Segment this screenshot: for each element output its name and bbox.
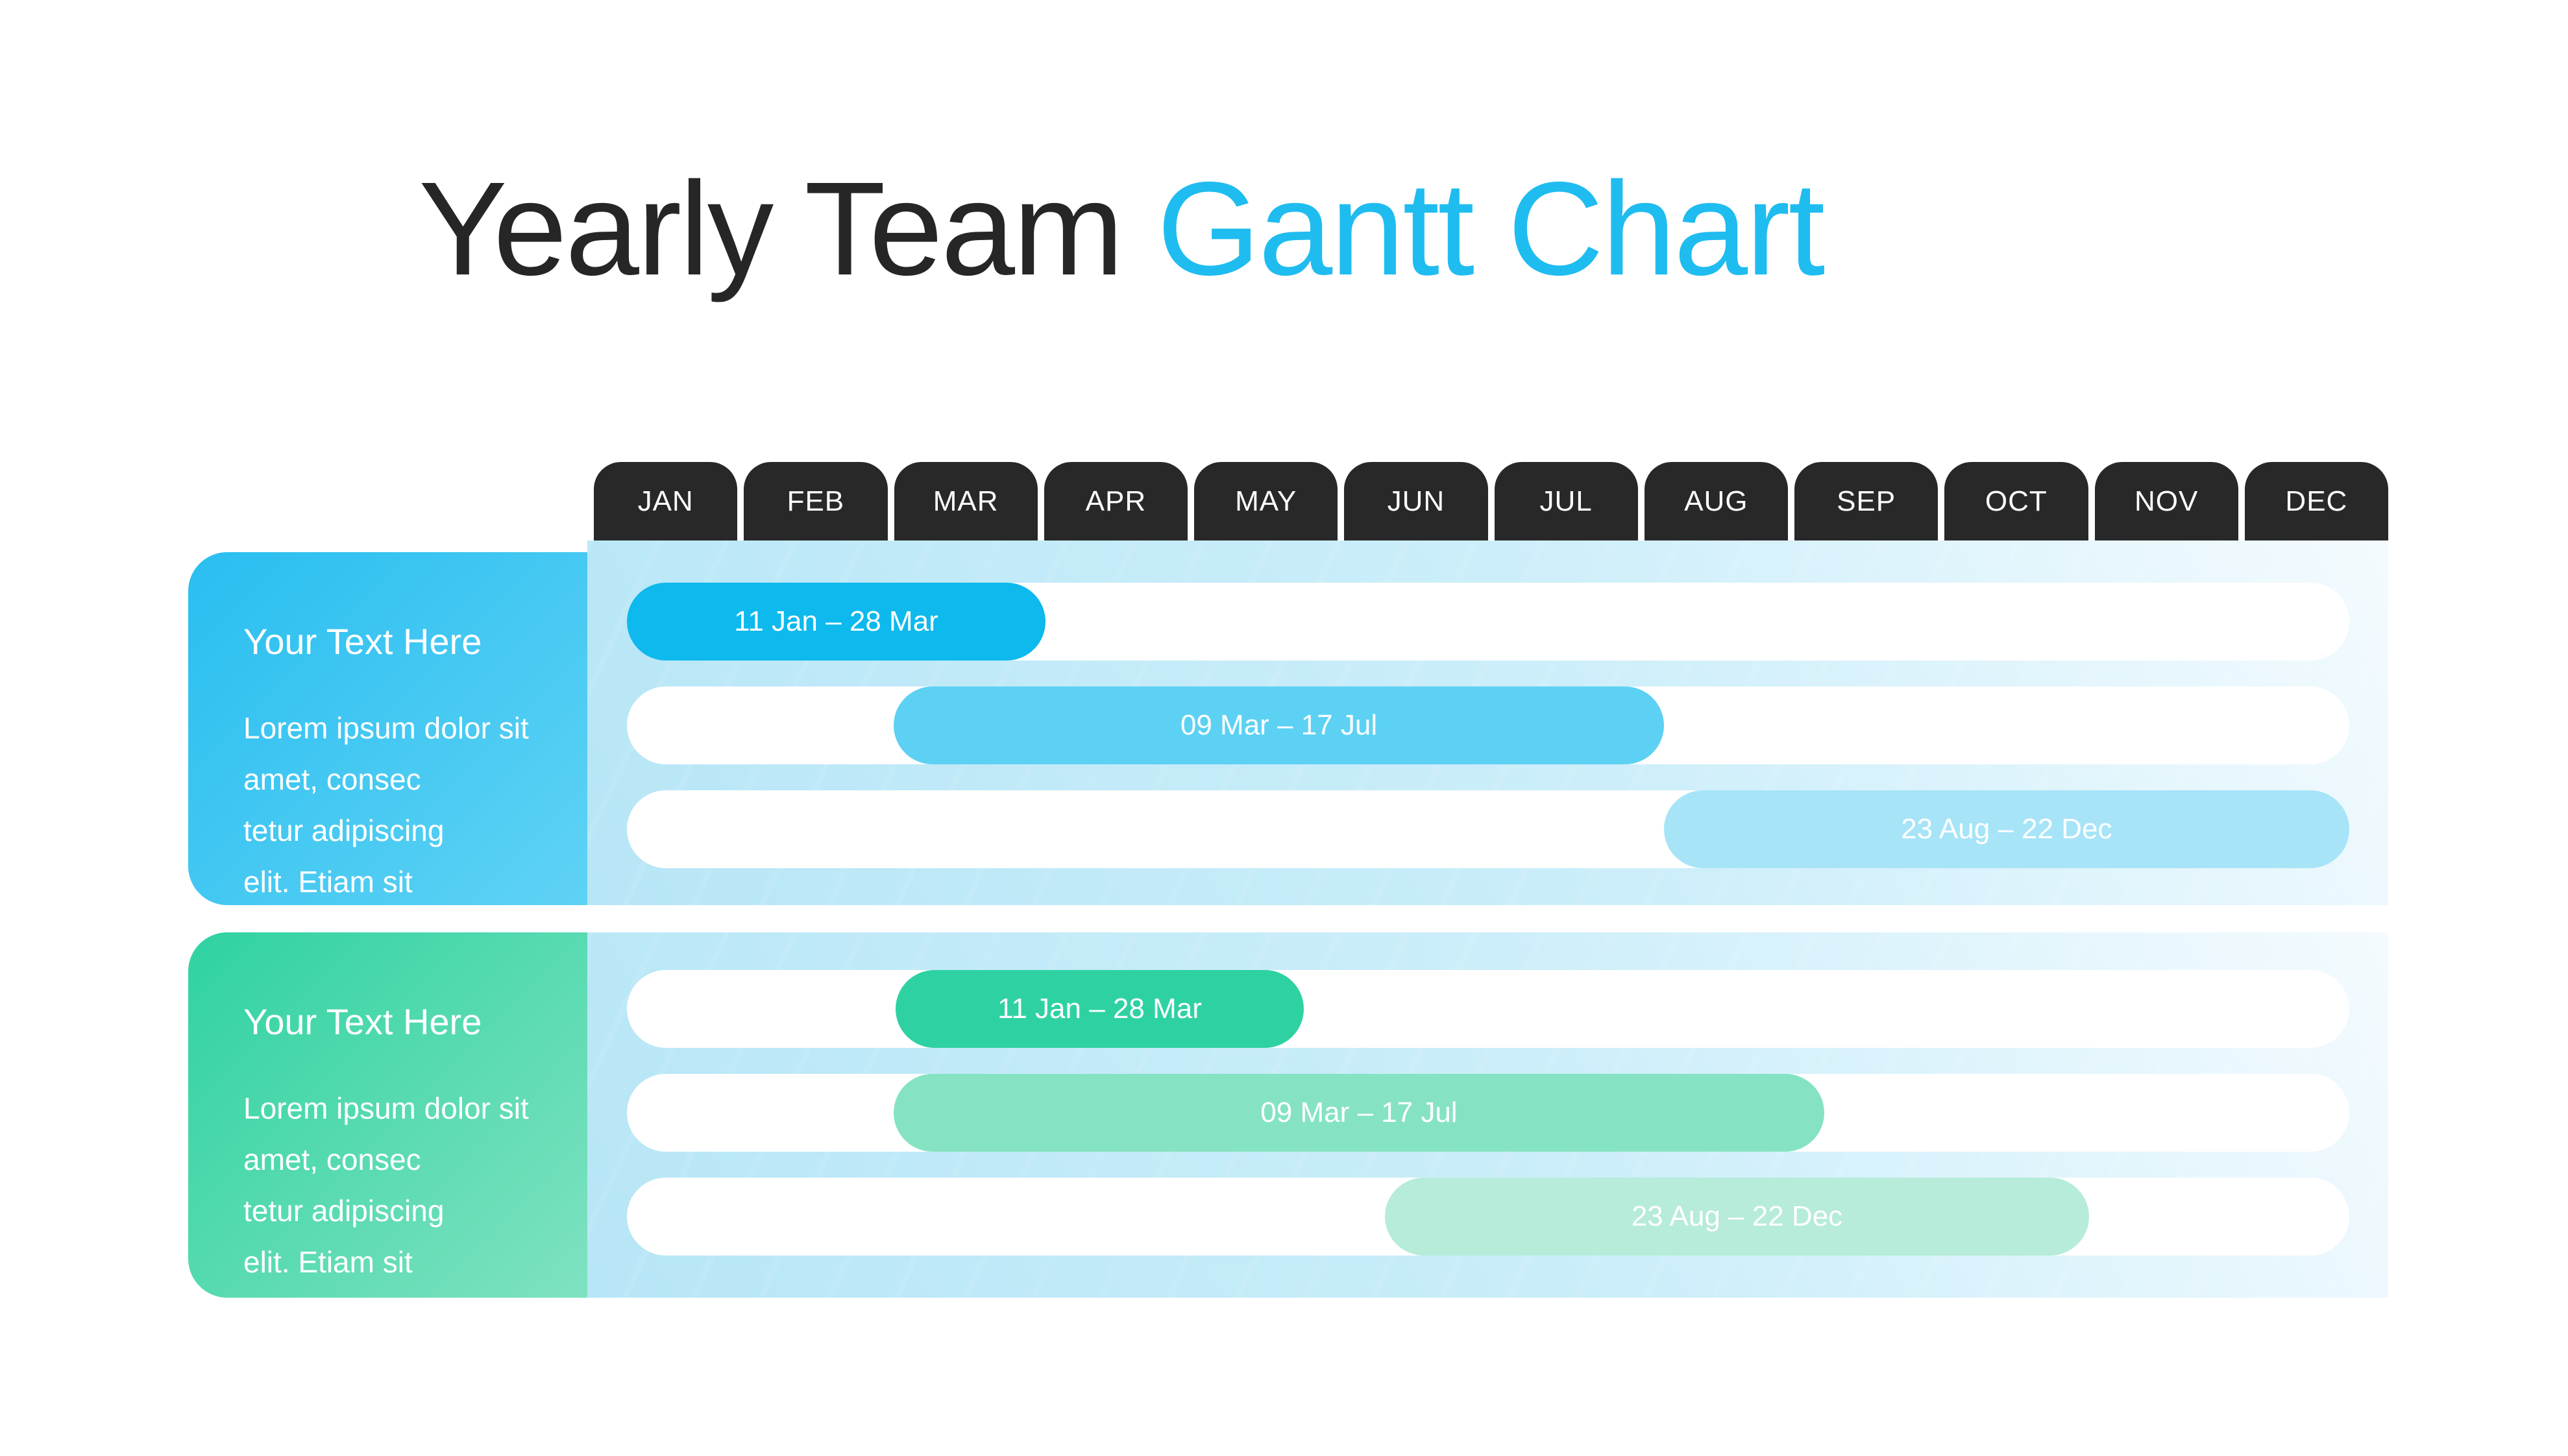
month-tab-sep[interactable]: SEP (1794, 462, 1938, 540)
gantt-bar-green-2[interactable]: 09 Mar – 17 Jul (894, 1074, 1824, 1152)
gantt-bar-green-3[interactable]: 23 Aug – 22 Dec (1384, 1178, 2090, 1256)
section-green-heading: Your Text Here (243, 1001, 482, 1042)
body-line: tetur adipiscing (243, 814, 445, 848)
month-tab-jun[interactable]: JUN (1344, 462, 1488, 540)
gantt-track: 11 Jan – 28 Mar (627, 583, 2349, 661)
body-line: tetur adipiscing (243, 1194, 445, 1228)
gantt-bar-label: 11 Jan – 28 Mar (734, 605, 938, 637)
section-blue-body: Lorem ipsum dolor sit amet, consec tetur… (243, 703, 548, 908)
month-tab-aug[interactable]: AUG (1644, 462, 1788, 540)
month-tab-dec[interactable]: DEC (2244, 462, 2388, 540)
month-tab-jan[interactable]: JAN (594, 462, 738, 540)
gantt-bar-label: 23 Aug – 22 Dec (1901, 813, 2112, 845)
month-tab-oct[interactable]: OCT (1944, 462, 2088, 540)
page-title-dark: Yearly Team (419, 154, 1157, 303)
month-tab-may[interactable]: MAY (1194, 462, 1338, 540)
gantt-bar-blue-3[interactable]: 23 Aug – 22 Dec (1663, 790, 2349, 868)
month-header-row: JAN FEB MAR APR MAY JUN JUL AUG SEP OCT … (594, 462, 2388, 540)
body-line: Lorem ipsum dolor sit (243, 1091, 529, 1125)
section-blue-label-box: Your Text Here Lorem ipsum dolor sit ame… (188, 552, 587, 905)
month-tab-feb[interactable]: FEB (744, 462, 888, 540)
gantt-bar-blue-2[interactable]: 09 Mar – 17 Jul (894, 686, 1664, 764)
month-tab-apr[interactable]: APR (1044, 462, 1188, 540)
gantt-track: 11 Jan – 28 Mar (627, 970, 2349, 1048)
gantt-track: 23 Aug – 22 Dec (627, 790, 2349, 868)
body-line: Lorem ipsum dolor sit (243, 711, 529, 745)
section-green-label-box: Your Text Here Lorem ipsum dolor sit ame… (188, 932, 587, 1298)
page-title: Yearly Team Gantt Chart (419, 152, 1826, 306)
gantt-bar-label: 09 Mar – 17 Jul (1260, 1097, 1458, 1128)
gantt-track: 09 Mar – 17 Jul (627, 686, 2349, 764)
body-line: elit. Etiam sit (243, 1245, 413, 1280)
body-line: amet, consec (243, 762, 421, 797)
gantt-track: 09 Mar – 17 Jul (627, 1074, 2349, 1152)
gantt-bar-label: 09 Mar – 17 Jul (1180, 709, 1378, 741)
body-line: elit. Etiam sit (243, 865, 413, 899)
body-line: amet, consec (243, 1143, 421, 1177)
month-tab-jul[interactable]: JUL (1494, 462, 1638, 540)
section-green-body: Lorem ipsum dolor sit amet, consec tetur… (243, 1083, 548, 1288)
month-tab-nov[interactable]: NOV (2094, 462, 2238, 540)
gantt-track: 23 Aug – 22 Dec (627, 1178, 2349, 1256)
month-tab-mar[interactable]: MAR (894, 462, 1038, 540)
gantt-bar-label: 23 Aug – 22 Dec (1631, 1200, 1843, 1232)
gantt-bar-green-1[interactable]: 11 Jan – 28 Mar (896, 970, 1304, 1048)
gantt-bar-blue-1[interactable]: 11 Jan – 28 Mar (627, 583, 1046, 661)
page-title-accent: Gantt Chart (1156, 154, 1826, 303)
gantt-bar-label: 11 Jan – 28 Mar (997, 993, 1202, 1025)
section-blue-heading: Your Text Here (243, 621, 482, 662)
